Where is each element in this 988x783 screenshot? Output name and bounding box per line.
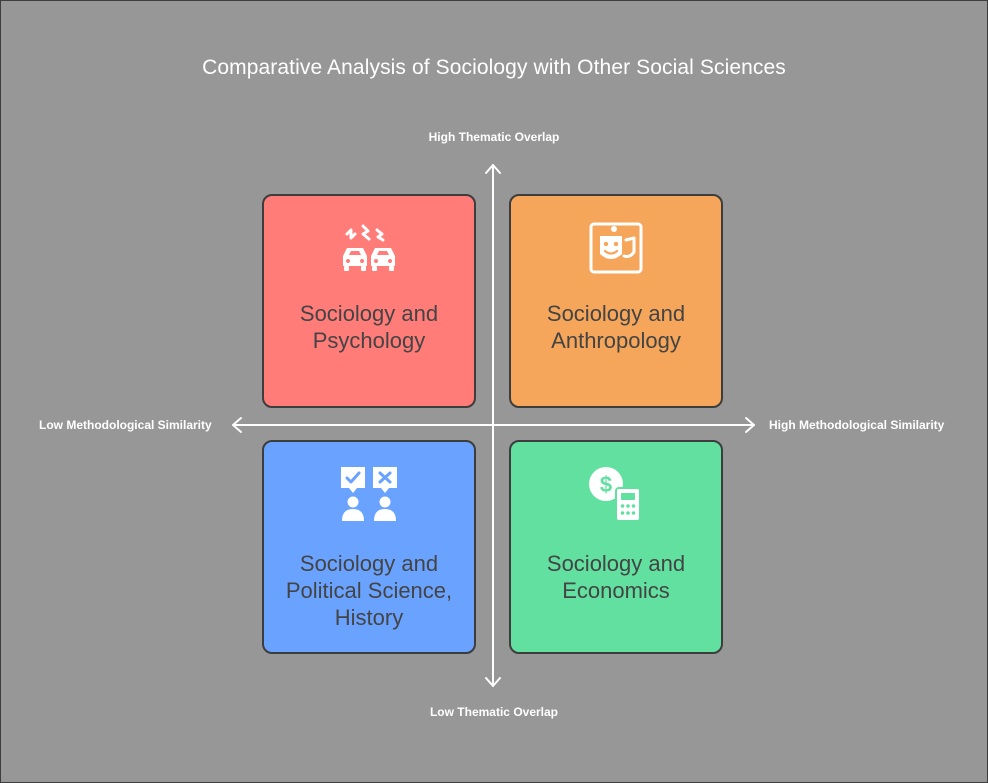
axis-label-right: High Methodological Similarity [769,418,945,432]
arrow-right-icon [745,417,755,433]
arrow-down-icon [485,677,501,687]
quadrant-label: Sociology and Political Science, History [285,551,453,630]
quadrant-economics: $ Sociology and Economics [509,440,723,654]
axis-label-left: Low Methodological Similarity [39,418,212,432]
quadrant-label: Sociology and Psychology [299,301,439,353]
money-calculator-icon: $ [589,467,641,522]
arrow-up-icon [485,164,501,174]
quadrant-label: Sociology and Anthropology [546,301,686,353]
quadrant-anthropology: Sociology and Anthropology [509,194,723,408]
diagram-title: Comparative Analysis of Sociology with O… [202,56,786,79]
car-collision-icon [343,224,395,271]
arrow-left-icon [232,417,242,433]
axis-label-bottom: Low Thematic Overlap [429,705,559,719]
quadrant-label: Sociology and Economics [546,551,686,603]
quadrant-political-science-history: Sociology and Political Science, History [262,440,476,654]
theater-mask-icon [589,222,643,274]
axis-label-top: High Thematic Overlap [428,130,560,144]
svg-text:$: $ [600,472,612,497]
voting-people-icon [341,467,397,521]
quadrant-psychology: Sociology and Psychology [262,194,476,408]
